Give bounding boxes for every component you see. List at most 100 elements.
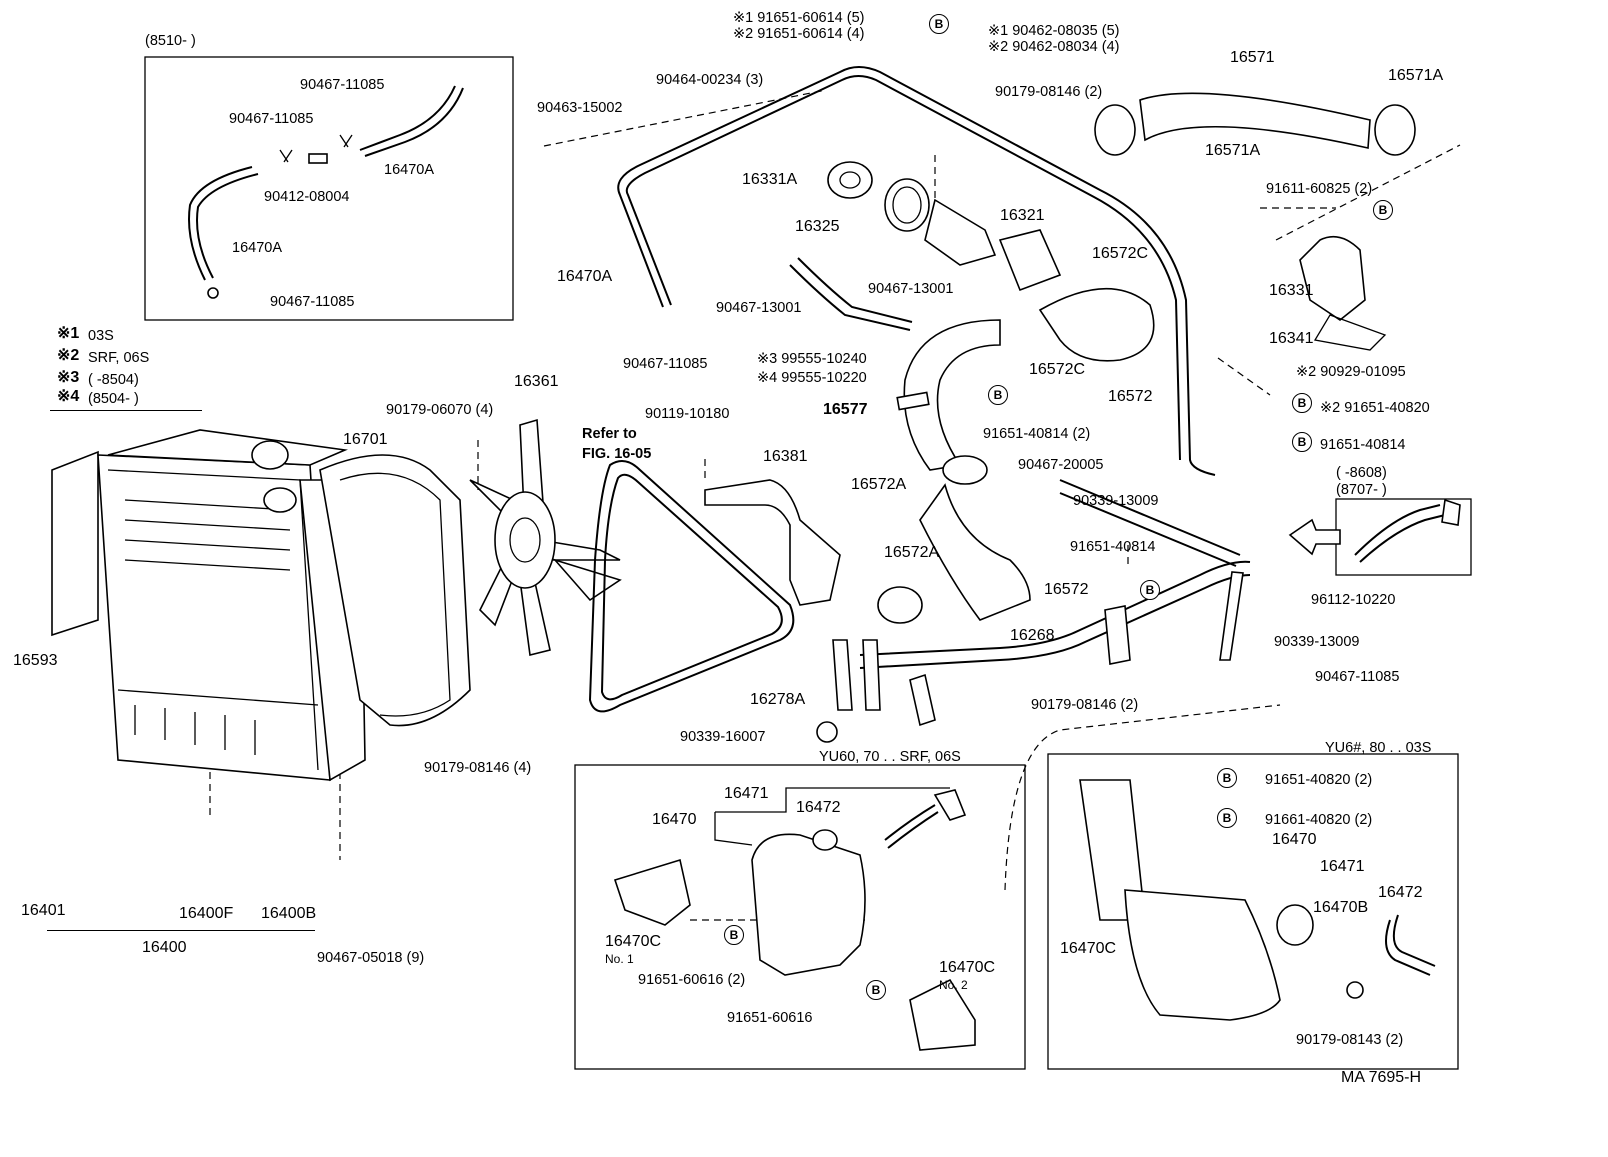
label-16572A-b: 16572A: [884, 544, 940, 561]
label-16331A: 16331A: [742, 171, 798, 188]
label-16572C: 16572C: [1029, 361, 1086, 378]
box-left-16470: 16470: [652, 811, 697, 828]
inset-r-range2: (8707- ): [1336, 482, 1387, 498]
note-1-text: 03S: [88, 328, 114, 344]
box-left-16470C2: 16470C: [939, 959, 996, 976]
box-left-b2: 91651-60616: [727, 1010, 813, 1026]
b-mark-40814a: B: [988, 385, 1008, 405]
label-90467-11085-r: 90467-11085: [1315, 669, 1400, 685]
inset-r-range1: ( -8608): [1336, 465, 1387, 481]
label-90179-06070: 90179-06070 (4): [386, 402, 494, 418]
box-right-90179: 90179-08143 (2): [1296, 1032, 1404, 1048]
label-16577: 16577: [823, 401, 868, 418]
box-right-16470C: 16470C: [1060, 940, 1117, 957]
reservoir-left: [613, 789, 976, 1051]
b-mark-1: B: [929, 14, 949, 34]
note-2-text: SRF, 06S: [88, 350, 150, 366]
label-16572A-a: 16572A: [851, 476, 907, 493]
label-16701: 16701: [343, 431, 388, 448]
label-16572-mid: 16572: [1044, 581, 1089, 598]
hose-16571: [1094, 92, 1416, 156]
note-4-mark: ※4: [57, 388, 80, 405]
label-90467-20005: 90467-20005: [1018, 457, 1104, 473]
label-91611: 91611-60825 (2): [1266, 181, 1373, 197]
b-mark-box-right-2: B: [1217, 808, 1237, 828]
label-16278A: 16278A: [750, 691, 806, 708]
note-3-mark: ※3: [57, 369, 80, 386]
label-90339-16007: 90339-16007: [680, 729, 766, 745]
box-right-16471: 16471: [1320, 858, 1365, 875]
label-90179-08146-top: 90179-08146 (2): [995, 84, 1103, 100]
label-16401: 16401: [21, 902, 66, 919]
label-90119: 90119-10180: [645, 406, 730, 422]
box-right: [1047, 753, 1459, 1070]
inset-tl-p2: 90467-11085: [229, 111, 314, 127]
thermostat-group: [827, 161, 1387, 351]
reservoir-right: [1079, 779, 1436, 1021]
label-90463: 90463-15002: [537, 100, 623, 116]
label-16400: 16400: [142, 939, 187, 956]
inset-tl-p1: 90467-11085: [300, 77, 385, 93]
inset-tl-p3: 16470A: [384, 162, 434, 178]
label-16341: 16341: [1269, 330, 1314, 347]
b-mark-91651-40820: B: [1292, 393, 1312, 413]
label-90467-11085-mid: 90467-11085: [623, 356, 708, 372]
box-left-16470C: 16470C: [605, 933, 662, 950]
box-left-no1: No. 1: [605, 952, 634, 966]
label-16400F: 16400F: [179, 905, 234, 922]
inset-box-tl: [144, 56, 514, 321]
box-right-b2: 91661-40820 (2): [1265, 812, 1373, 828]
bracket-16400: [47, 930, 315, 931]
box-right-16470: 16470: [1272, 831, 1317, 848]
label-90179-08146-4: 90179-08146 (4): [424, 760, 532, 776]
note-underline: [50, 410, 202, 411]
note-4-text: (8504- ): [88, 391, 139, 407]
label-16572-top: 16572: [1108, 388, 1153, 405]
note-1-mark: ※1: [57, 325, 80, 342]
inset-tl-hoses: [188, 85, 464, 299]
note-2-mark: ※2: [57, 347, 80, 364]
box-left-16471: 16471: [724, 785, 769, 802]
label-16571: 16571: [1230, 49, 1275, 66]
hose-16572-top: [998, 229, 1155, 362]
label-16268: 16268: [1010, 627, 1055, 644]
label-top-1a: ※1 91651-60614 (5): [733, 10, 865, 26]
bracket-16381: [704, 479, 841, 606]
inset-tl-p4: 90412-08004: [264, 189, 350, 205]
diagram-code: MA 7695-H: [1341, 1069, 1422, 1086]
label-91651-40820-r: ※2 91651-40820: [1320, 400, 1430, 416]
label-90339-13009b: 90339-13009: [1274, 634, 1360, 650]
label-top-2a: ※1 90462-08035 (5): [988, 23, 1120, 39]
b-mark-box-left-2: B: [866, 980, 886, 1000]
label-refer-fig: FIG. 16-05: [582, 446, 652, 462]
label-top-2b: ※2 90462-08034 (4): [988, 39, 1120, 55]
pipe-16268: [859, 479, 1251, 669]
box-right-16472: 16472: [1378, 884, 1423, 901]
label-16593: 16593: [13, 652, 58, 669]
inset-tl-p5: 16470A: [232, 240, 282, 256]
b-mark-box-left-1: B: [724, 925, 744, 945]
label-99555-10220: ※4 99555-10220: [757, 370, 867, 386]
label-16470A: 16470A: [557, 268, 613, 285]
overflow-hose-16470A: [617, 66, 1216, 476]
radiator-16401: [51, 429, 366, 782]
label-90179-08146-mid: 90179-08146 (2): [1031, 697, 1139, 713]
box-left-b1: 91651-60616 (2): [638, 972, 746, 988]
label-99555-10240: ※3 99555-10240: [757, 351, 867, 367]
label-16381: 16381: [763, 448, 808, 465]
box-right-b1: 91651-40820 (2): [1265, 772, 1373, 788]
label-90467-05018: 90467-05018 (9): [317, 950, 425, 966]
label-96112: 96112-10220: [1311, 592, 1396, 608]
b-mark-40814c: B: [1140, 580, 1160, 600]
box-right-title: YU6#, 80 . . 03S: [1325, 740, 1432, 756]
label-16325: 16325: [795, 218, 840, 235]
box-right-16470B: 16470B: [1313, 899, 1369, 916]
label-refer: Refer to: [582, 426, 637, 442]
b-mark-40814b: B: [1292, 432, 1312, 452]
label-16331: 16331: [1269, 282, 1314, 299]
box-left-title: YU60, 70 . . SRF, 06S: [819, 749, 961, 765]
box-left-16472: 16472: [796, 799, 841, 816]
label-91651-40814b: 91651-40814: [1320, 437, 1406, 453]
label-16571A-top: 16571A: [1388, 67, 1444, 84]
